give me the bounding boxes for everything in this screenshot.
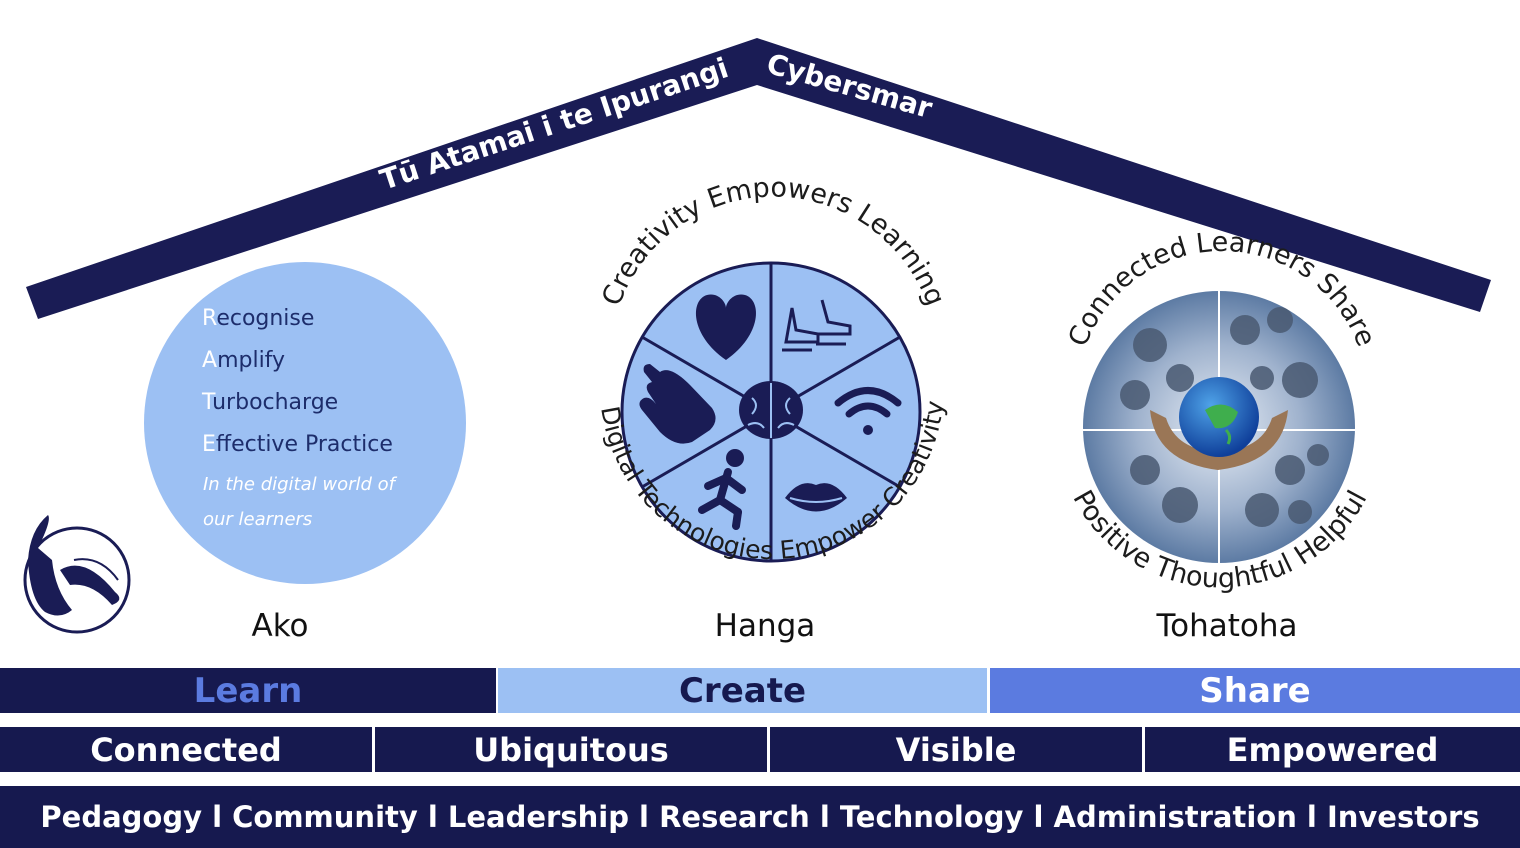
band-foundation: Pedagogy l Community l Leadership l Rese… <box>0 786 1520 848</box>
pillar-label-tohatoha: Tohatoha <box>1156 608 1298 644</box>
band-ubiquitous: Ubiquitous <box>375 727 767 772</box>
band-connected: Connected <box>0 727 372 772</box>
sneakers-icon <box>782 299 852 352</box>
roof-left-text: Tū Atamai i te Ipurangi <box>376 51 732 196</box>
lips-icon <box>785 483 847 512</box>
roof-right-text: Cybersmart <box>0 0 936 125</box>
band-learn: Learn <box>0 668 496 713</box>
heart-icon <box>695 294 757 360</box>
band-share: Share <box>990 668 1520 713</box>
running-person-icon <box>698 449 746 530</box>
pillar-label-ako: Ako <box>251 608 309 644</box>
band-visible: Visible <box>770 727 1142 772</box>
band-create: Create <box>498 668 987 713</box>
tohatoha-circle <box>1083 291 1355 563</box>
brain-icon <box>739 381 803 439</box>
clapping-hands-icon <box>639 362 716 444</box>
band-empowered: Empowered <box>1145 727 1520 772</box>
ako-circle <box>144 262 466 584</box>
hanga-wheel <box>620 261 922 563</box>
wifi-icon <box>834 387 902 435</box>
pillar-label-hanga: Hanga <box>714 608 816 644</box>
globe-in-hands-icon <box>1150 377 1288 470</box>
heads-icon <box>1120 307 1329 527</box>
logo-icon <box>23 515 131 634</box>
